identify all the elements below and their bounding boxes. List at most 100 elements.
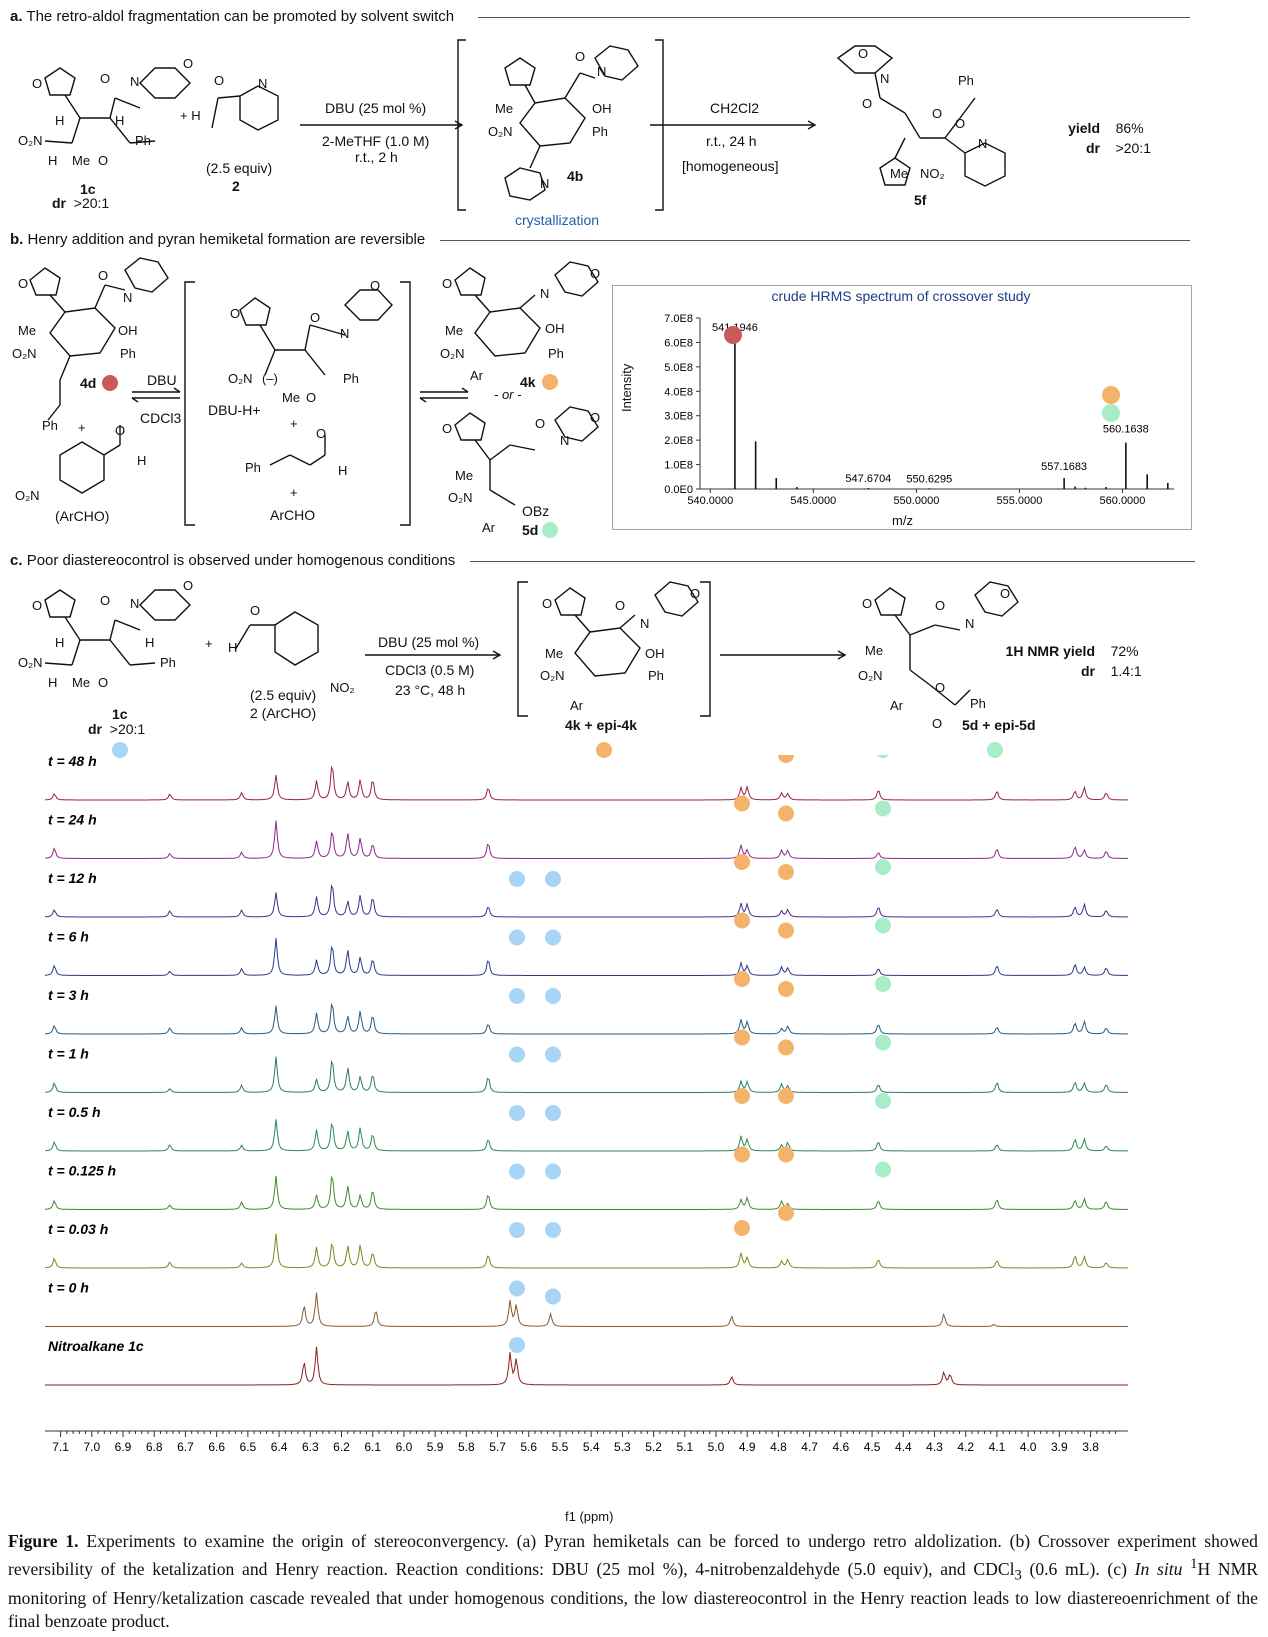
hrms-peak-label: 557.1683 [1041, 461, 1087, 473]
nmr-x-tick-label: 7.1 [52, 1440, 69, 1454]
step2-line3-a: [homogeneous] [682, 158, 779, 174]
nmr-trace-label: t = 0.5 h [48, 1104, 101, 1120]
sm-label-a: 1c [80, 181, 96, 197]
nmr-x-tick-label: 7.0 [83, 1440, 100, 1454]
svg-text:N: N [965, 616, 974, 631]
hrms-peak-label: 547.6704 [845, 473, 891, 485]
nmr-x-tick-label: 6.2 [333, 1440, 350, 1454]
svg-text:O: O [442, 421, 452, 436]
svg-text:O₂N: O₂N [858, 668, 883, 683]
svg-text:O: O [98, 675, 108, 690]
nmr-orange-marker [778, 1039, 794, 1056]
nmr-blue-marker [509, 871, 525, 887]
svg-text:O₂N: O₂N [15, 488, 40, 503]
svg-text:O₂N: O₂N [18, 655, 43, 670]
svg-text:O: O [542, 596, 552, 611]
nmr-x-tick-label: 4.9 [739, 1440, 756, 1454]
nmr-trace [44, 1056, 1128, 1093]
hrms-y-tick-label: 7.0E8 [664, 313, 693, 325]
orange-marker-4k-c [596, 742, 612, 758]
svg-text:Ph: Ph [958, 73, 974, 88]
svg-text:Ph: Ph [160, 655, 176, 670]
svg-text:Ph: Ph [970, 696, 986, 711]
nmr-blue-marker [545, 1163, 561, 1180]
product-label-c: 5d + epi-5d [962, 717, 1036, 733]
svg-text:N: N [130, 74, 139, 89]
svg-text:Ph: Ph [592, 124, 608, 139]
step1-line3-a: r.t., 2 h [355, 149, 398, 165]
sm-dr-c: dr >20:1 [88, 721, 146, 737]
nmr-blue-marker [545, 1288, 561, 1305]
nmr-axis-label: f1 (ppm) [565, 1509, 614, 1524]
hrms-y-tick-label: 4.0E8 [664, 386, 693, 398]
svg-text:H: H [137, 453, 146, 468]
svg-text:(–): (–) [262, 371, 278, 386]
archo-label: (ArCHO) [55, 508, 110, 524]
svg-text:Ph: Ph [42, 418, 58, 433]
svg-text:+: + [205, 636, 213, 651]
nmr-x-tick-label: 6.7 [177, 1440, 194, 1454]
svg-text:O: O [858, 46, 868, 61]
hrms-y-tick-label: 0.0E0 [664, 484, 693, 496]
svg-text:O: O [98, 268, 108, 283]
nmr-orange-marker [734, 795, 750, 812]
svg-text:O: O [862, 596, 872, 611]
svg-text:N: N [880, 71, 889, 86]
nmr-trace [44, 1119, 1128, 1152]
nmr-blue-marker [509, 988, 525, 1004]
nmr-orange-marker [778, 864, 794, 880]
nmr-x-tick-label: 4.1 [989, 1440, 1006, 1454]
svg-text:Ar: Ar [470, 368, 484, 383]
svg-text:+: + [78, 420, 86, 435]
nmr-orange-marker [734, 1146, 750, 1163]
svg-text:O: O [932, 106, 942, 121]
nmr-blue-marker [545, 1105, 561, 1121]
svg-text:O: O [310, 310, 320, 325]
nmr-green-marker [875, 859, 891, 875]
nmr-orange-marker [778, 1146, 794, 1163]
nmr-blue-marker [509, 1163, 525, 1180]
svg-text:O₂N: O₂N [18, 133, 43, 148]
svg-text:O: O [615, 598, 625, 613]
nmr-trace-label: t = 6 h [48, 929, 89, 945]
right-label-5d: 5d [522, 522, 539, 538]
svg-text:O: O [115, 423, 125, 438]
svg-text:NO₂: NO₂ [330, 680, 355, 695]
svg-text:N: N [340, 326, 349, 341]
svg-text:O: O [935, 598, 945, 613]
svg-text:N: N [597, 64, 606, 79]
nmr-green-marker [875, 917, 891, 934]
nmr-orange-marker [778, 922, 794, 939]
section-b-heading: b. Henry addition and pyran hemiketal fo… [10, 231, 426, 248]
svg-text:N: N [640, 616, 649, 631]
nmr-x-tick-label: 4.7 [801, 1440, 818, 1454]
nmr-trace-label: t = 24 h [48, 812, 97, 828]
nmr-trace-label: t = 3 h [48, 987, 89, 1003]
svg-text:Ph: Ph [343, 371, 359, 386]
nmr-trace-label: t = 48 h [48, 755, 97, 769]
hrms-x-tick-label: 545.0000 [790, 495, 836, 507]
svg-text:O: O [955, 116, 965, 131]
nmr-orange-marker [778, 1088, 794, 1104]
nmr-x-tick-label: 4.2 [957, 1440, 974, 1454]
svg-text:N: N [540, 176, 549, 191]
svg-text:Me: Me [282, 390, 300, 405]
nmr-x-tick-label: 3.9 [1051, 1440, 1068, 1454]
svg-text:Me: Me [72, 153, 90, 168]
svg-text:O: O [590, 266, 600, 281]
dbu-h-label: DBU-H+ [208, 402, 261, 418]
svg-text:Ar: Ar [890, 698, 904, 713]
hrms-red-marker [724, 326, 742, 344]
nmr-x-tick-label: 5.7 [489, 1440, 506, 1454]
nmr-x-tick-label: 5.1 [676, 1440, 693, 1454]
nmr-trace [44, 883, 1128, 918]
svg-text:O: O [98, 153, 108, 168]
svg-text:N: N [130, 596, 139, 611]
svg-text:OH: OH [592, 101, 612, 116]
svg-text:O: O [183, 56, 193, 71]
svg-text:O: O [18, 276, 28, 291]
svg-text:O: O [575, 49, 585, 64]
nmr-blue-marker [545, 929, 561, 946]
arrow-top-b: DBU [147, 372, 177, 388]
nmr-x-tick-label: 3.8 [1082, 1440, 1099, 1454]
